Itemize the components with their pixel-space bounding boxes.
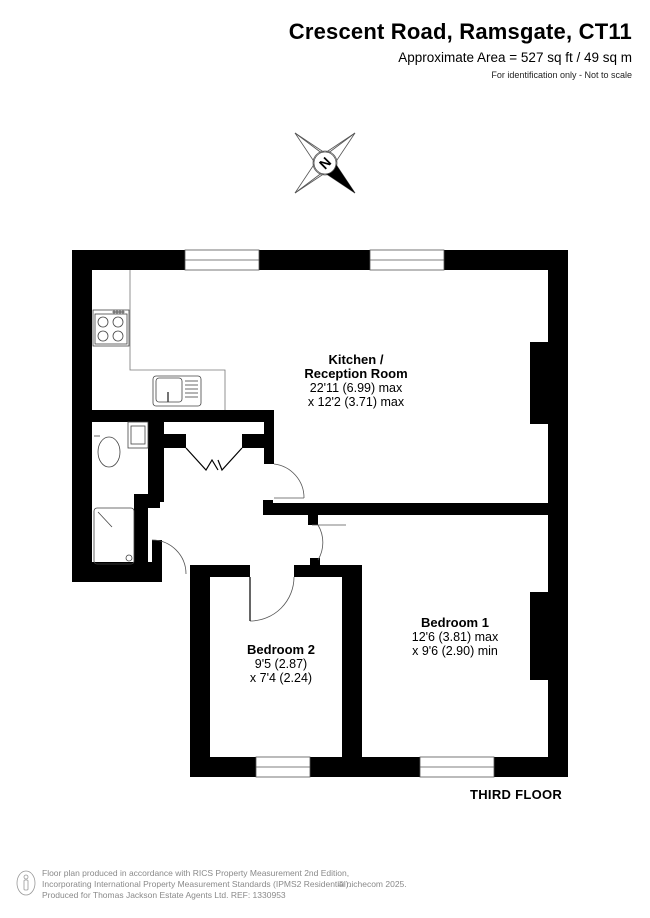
room-dimension-2: x 9'6 (2.90) min (412, 644, 498, 658)
room-bedroom-1: Bedroom 1 12'6 (3.81) max x 9'6 (2.90) m… (411, 615, 499, 659)
compass-north-icon: N (294, 132, 356, 194)
room-dimension-2: x 7'4 (2.24) (249, 671, 313, 685)
footer-line-2: Incorporating International Property Mea… (42, 879, 351, 889)
header: Crescent Road, Ramsgate, CT11 Approximat… (289, 18, 632, 82)
room-name-2: Reception Room (304, 366, 408, 381)
room-bedroom-2: Bedroom 2 9'5 (2.87) x 7'4 (2.24) (247, 642, 315, 686)
footer-line-1: Floor plan produced in accordance with R… (42, 868, 350, 878)
bathroom-fixtures (93, 421, 149, 565)
room-name: Kitchen / (328, 352, 384, 367)
person-scale-icon (16, 870, 36, 896)
hob-icon (92, 309, 130, 347)
approximate-area: Approximate Area = 527 sq ft / 49 sq m (398, 50, 632, 65)
floor-label: THIRD FLOOR (470, 787, 563, 802)
room-kitchen-reception: Kitchen / Reception Room 22'11 (6.99) ma… (304, 352, 408, 410)
footer-line-3: Produced for Thomas Jackson Estate Agent… (42, 890, 286, 900)
property-title: Crescent Road, Ramsgate, CT11 (288, 19, 632, 44)
room-dimension-1: 9'5 (2.87) (254, 657, 308, 671)
room-dimension-1: 12'6 (3.81) max (411, 630, 499, 644)
room-dimension-1: 22'11 (6.99) max (309, 381, 403, 395)
kitchen-worktop (129, 270, 226, 410)
disclaimer-note: For identification only - Not to scale (491, 70, 632, 80)
footer: Floor plan produced in accordance with R… (16, 868, 407, 901)
kitchen-sink-icon (152, 375, 202, 407)
doors (151, 447, 346, 622)
walls (72, 250, 568, 777)
room-name: Bedroom 1 (421, 615, 489, 630)
copyright: © nichecom 2025. (338, 879, 407, 889)
windows (184, 249, 495, 778)
room-dimension-2: x 12'2 (3.71) max (307, 395, 405, 409)
room-name: Bedroom 2 (247, 642, 315, 657)
